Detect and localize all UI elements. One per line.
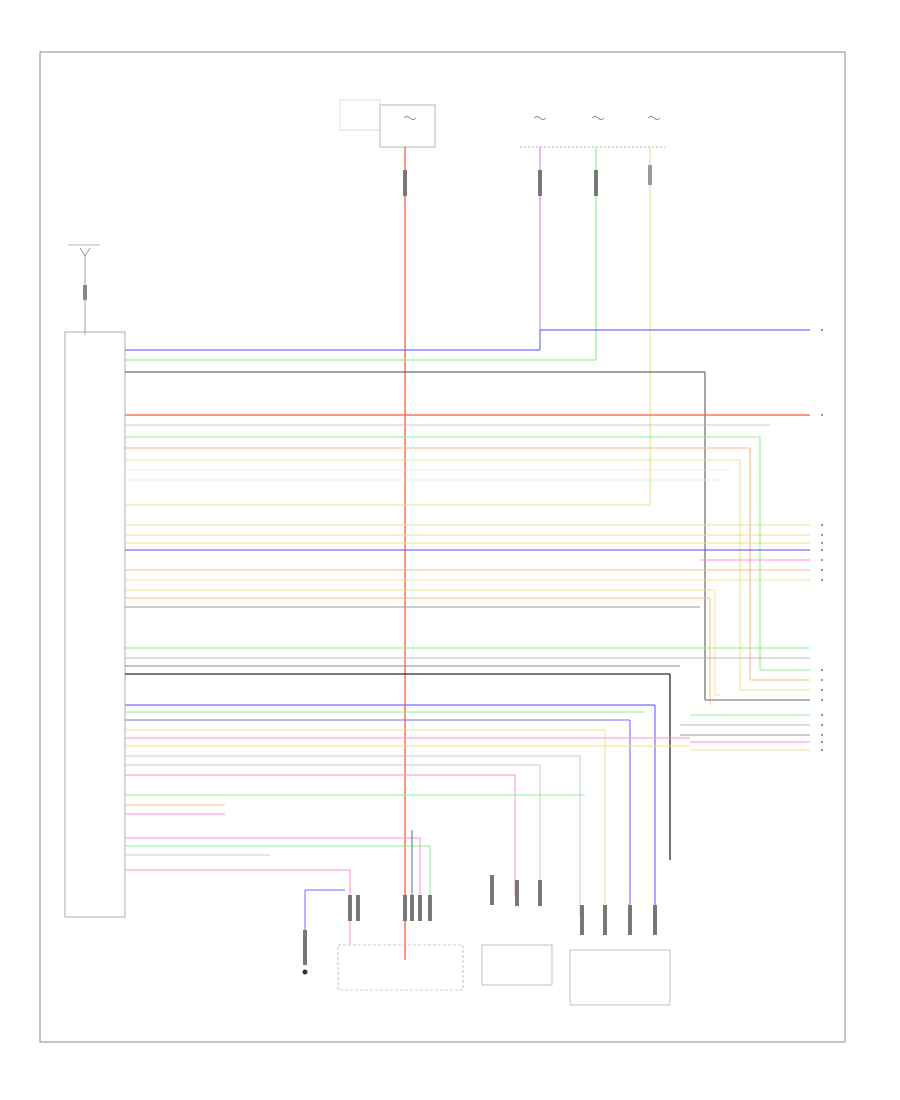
fuse-icon — [533, 116, 547, 120]
audio-module — [64, 331, 126, 918]
fuse-icon — [403, 116, 417, 120]
right-terminals — [821, 329, 823, 751]
fuse-icon — [647, 116, 661, 120]
component-center-speaker — [337, 944, 464, 991]
wire-connectors — [303, 875, 657, 965]
diagram-frame — [39, 51, 846, 1043]
fuse-box-right — [520, 116, 665, 148]
fuse-icon — [591, 116, 605, 120]
component-subwoofer — [481, 944, 553, 986]
antenna — [68, 244, 100, 335]
component-ground — [302, 969, 308, 975]
component-input-jack — [569, 949, 671, 1006]
fuse-box-left — [339, 99, 436, 148]
